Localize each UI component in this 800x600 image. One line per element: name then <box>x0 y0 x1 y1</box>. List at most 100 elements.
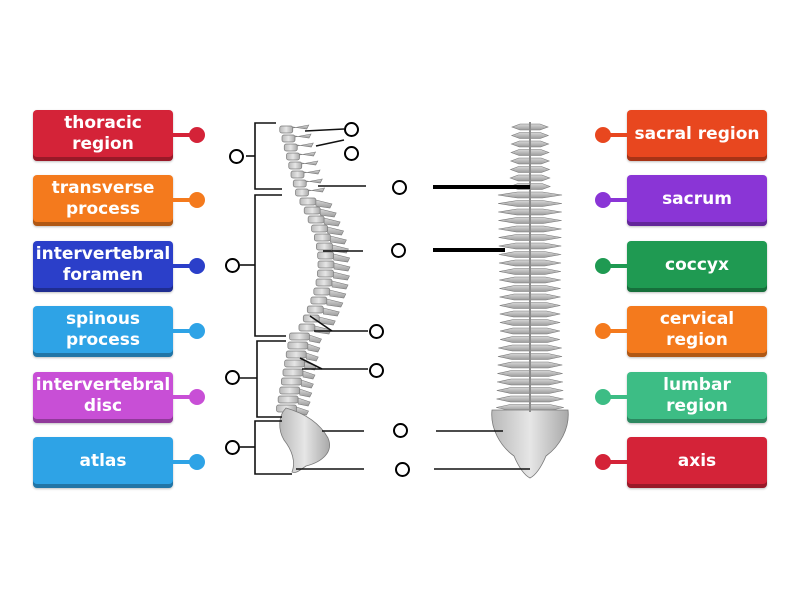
vertebra-body <box>286 152 300 161</box>
label-line-1: spinous <box>65 309 141 329</box>
tile-connector-dot[interactable] <box>595 323 611 339</box>
label-line-2: region <box>666 330 728 350</box>
drop-target-6[interactable] <box>225 258 240 273</box>
vertebra-body <box>303 206 321 215</box>
drop-target-9[interactable] <box>225 370 240 385</box>
spinous-process-shape <box>323 217 341 227</box>
label-line-1: sacrum <box>662 188 732 209</box>
label-line-1: transverse <box>51 178 155 198</box>
label-line-2: foramen <box>62 265 144 285</box>
vertebra-body <box>289 332 310 341</box>
spinous-process-shape <box>333 253 351 263</box>
vertebra-body <box>307 215 325 224</box>
vertebra-body <box>287 341 309 350</box>
vertebra-body <box>295 188 309 197</box>
spinous-process-shape <box>333 262 351 272</box>
label-tile-text: coccyx <box>665 255 729 276</box>
tile-connector-line <box>173 264 197 268</box>
label-line-2: region <box>72 134 134 154</box>
label-line-1: axis <box>677 450 717 471</box>
spinous-process-shape <box>331 280 349 290</box>
label-line-1: cervical <box>659 309 735 329</box>
spinous-process-shape <box>309 334 322 344</box>
spinous-process-shape <box>319 208 337 218</box>
vertebra-body <box>315 278 333 287</box>
label-line-2: process <box>65 330 141 350</box>
tile-connector-dot[interactable] <box>595 258 611 274</box>
drop-target-12[interactable] <box>395 462 410 477</box>
tile-connector-dot[interactable] <box>189 192 205 208</box>
label-tile-coccyx[interactable]: coccyx <box>627 241 767 292</box>
drop-target-5[interactable] <box>391 243 406 258</box>
spinous-process-shape <box>296 142 314 148</box>
tile-connector-dot[interactable] <box>595 192 611 208</box>
tile-connector-line <box>603 395 627 399</box>
spinous-process-shape <box>294 133 312 139</box>
vertebra-body <box>311 224 328 233</box>
vertebra-body <box>313 287 331 296</box>
label-tile-sacral-region[interactable]: sacral region <box>627 110 767 161</box>
vertebra-body <box>279 125 294 134</box>
spinous-process-shape <box>305 352 319 362</box>
vertebra-body <box>306 305 324 314</box>
thick-pointer-lines <box>433 185 530 252</box>
tile-connector-dot[interactable] <box>189 454 205 470</box>
label-tile-text: atlas <box>79 451 126 472</box>
spinous-process-shape <box>302 370 316 380</box>
drop-target-4[interactable] <box>392 180 407 195</box>
leader-lines <box>296 128 530 470</box>
vertebra-body <box>298 323 316 332</box>
drop-target-10[interactable] <box>393 423 408 438</box>
label-tile-axis[interactable]: axis <box>627 437 767 488</box>
tile-connector-dot[interactable] <box>189 323 205 339</box>
tile-connector-line <box>603 264 627 268</box>
spinous-process-shape <box>318 316 336 326</box>
vertebra-body <box>277 395 299 404</box>
vertebra-body <box>283 143 298 152</box>
tile-connector-dot[interactable] <box>595 454 611 470</box>
vertebra-body <box>317 260 335 269</box>
drop-target-1[interactable] <box>344 122 359 137</box>
drop-target-8[interactable] <box>369 363 384 378</box>
spinous-process-shape <box>299 151 317 157</box>
spinous-process-shape <box>301 160 319 166</box>
tile-connector-dot[interactable] <box>189 389 205 405</box>
tile-connector-dot[interactable] <box>189 258 205 274</box>
tile-connector-line <box>173 198 197 202</box>
spinous-process-shape <box>305 178 323 184</box>
tile-connector-line <box>173 329 197 333</box>
vertebra-body <box>285 350 307 359</box>
spinous-process-shape <box>327 226 344 236</box>
drop-target-11[interactable] <box>225 440 240 455</box>
label-tile-text: axis <box>678 451 716 472</box>
tile-connector-line <box>603 198 627 202</box>
drop-target-3[interactable] <box>229 149 244 164</box>
drop-target-7[interactable] <box>369 324 384 339</box>
label-line-1: intervertebral <box>35 244 171 264</box>
drop-target-2[interactable] <box>344 146 359 161</box>
spinous-process-shape <box>292 124 310 130</box>
vertebra-body <box>279 386 301 395</box>
region-brackets <box>240 122 292 475</box>
tile-connector-dot[interactable] <box>595 127 611 143</box>
tile-connector-dot[interactable] <box>595 389 611 405</box>
sacrum-posterior-shape <box>491 409 569 479</box>
label-tile-atlas[interactable]: atlas <box>33 437 173 488</box>
tile-connector-line <box>173 395 197 399</box>
spinous-process-shape <box>330 235 347 245</box>
label-line-2: region <box>666 396 728 416</box>
vertebra-body <box>317 269 334 278</box>
label-tile-sacrum[interactable]: sacrum <box>627 175 767 226</box>
tile-connector-dot[interactable] <box>189 127 205 143</box>
